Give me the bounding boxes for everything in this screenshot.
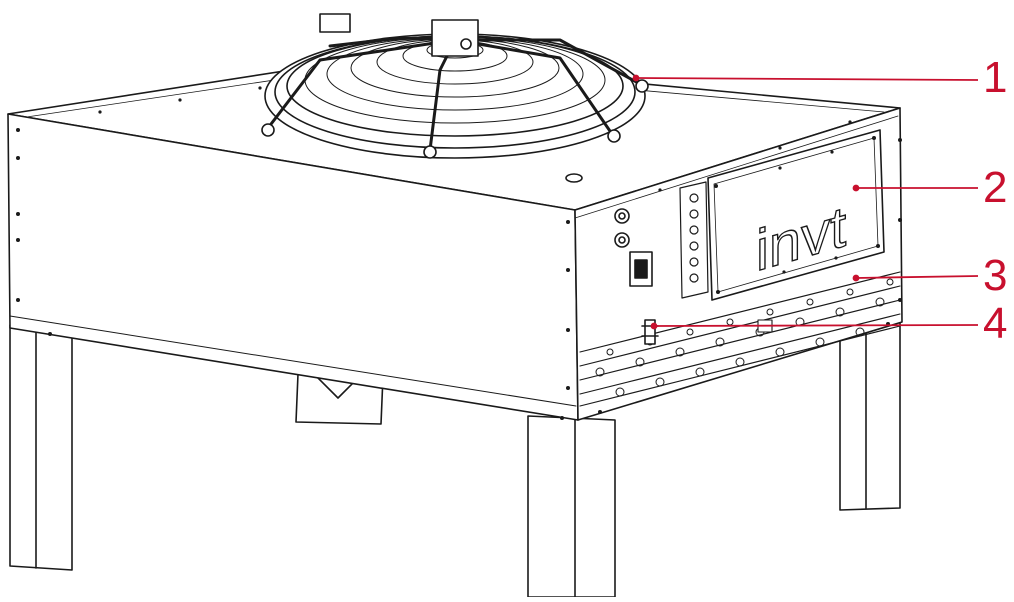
leader-dot-4 xyxy=(650,322,658,330)
cable-grommets xyxy=(614,208,630,248)
callout-number-1: 1 xyxy=(983,53,1008,102)
coil-tubes xyxy=(579,271,901,407)
callout-number-2: 2 xyxy=(983,163,1008,212)
electrical-box xyxy=(707,129,885,301)
drain-hole xyxy=(565,173,583,183)
fan-mount-feet xyxy=(261,79,649,159)
power-socket xyxy=(629,251,653,287)
right-back-leg xyxy=(839,319,901,511)
leader-line-4 xyxy=(653,324,979,327)
terminal-strip xyxy=(679,181,709,299)
callout-number-4: 4 xyxy=(983,299,1008,348)
leader-dot-2 xyxy=(852,184,860,192)
leader-line-3 xyxy=(855,275,979,279)
front-right-leg xyxy=(527,415,616,598)
callout-number-3: 3 xyxy=(983,251,1008,300)
leader-dot-3 xyxy=(852,274,860,282)
leader-line-1 xyxy=(635,77,979,81)
front-left-leg xyxy=(9,324,73,571)
panel-rivets xyxy=(16,86,902,420)
leader-dot-1 xyxy=(632,74,640,82)
fan-motor-hub xyxy=(319,13,479,57)
